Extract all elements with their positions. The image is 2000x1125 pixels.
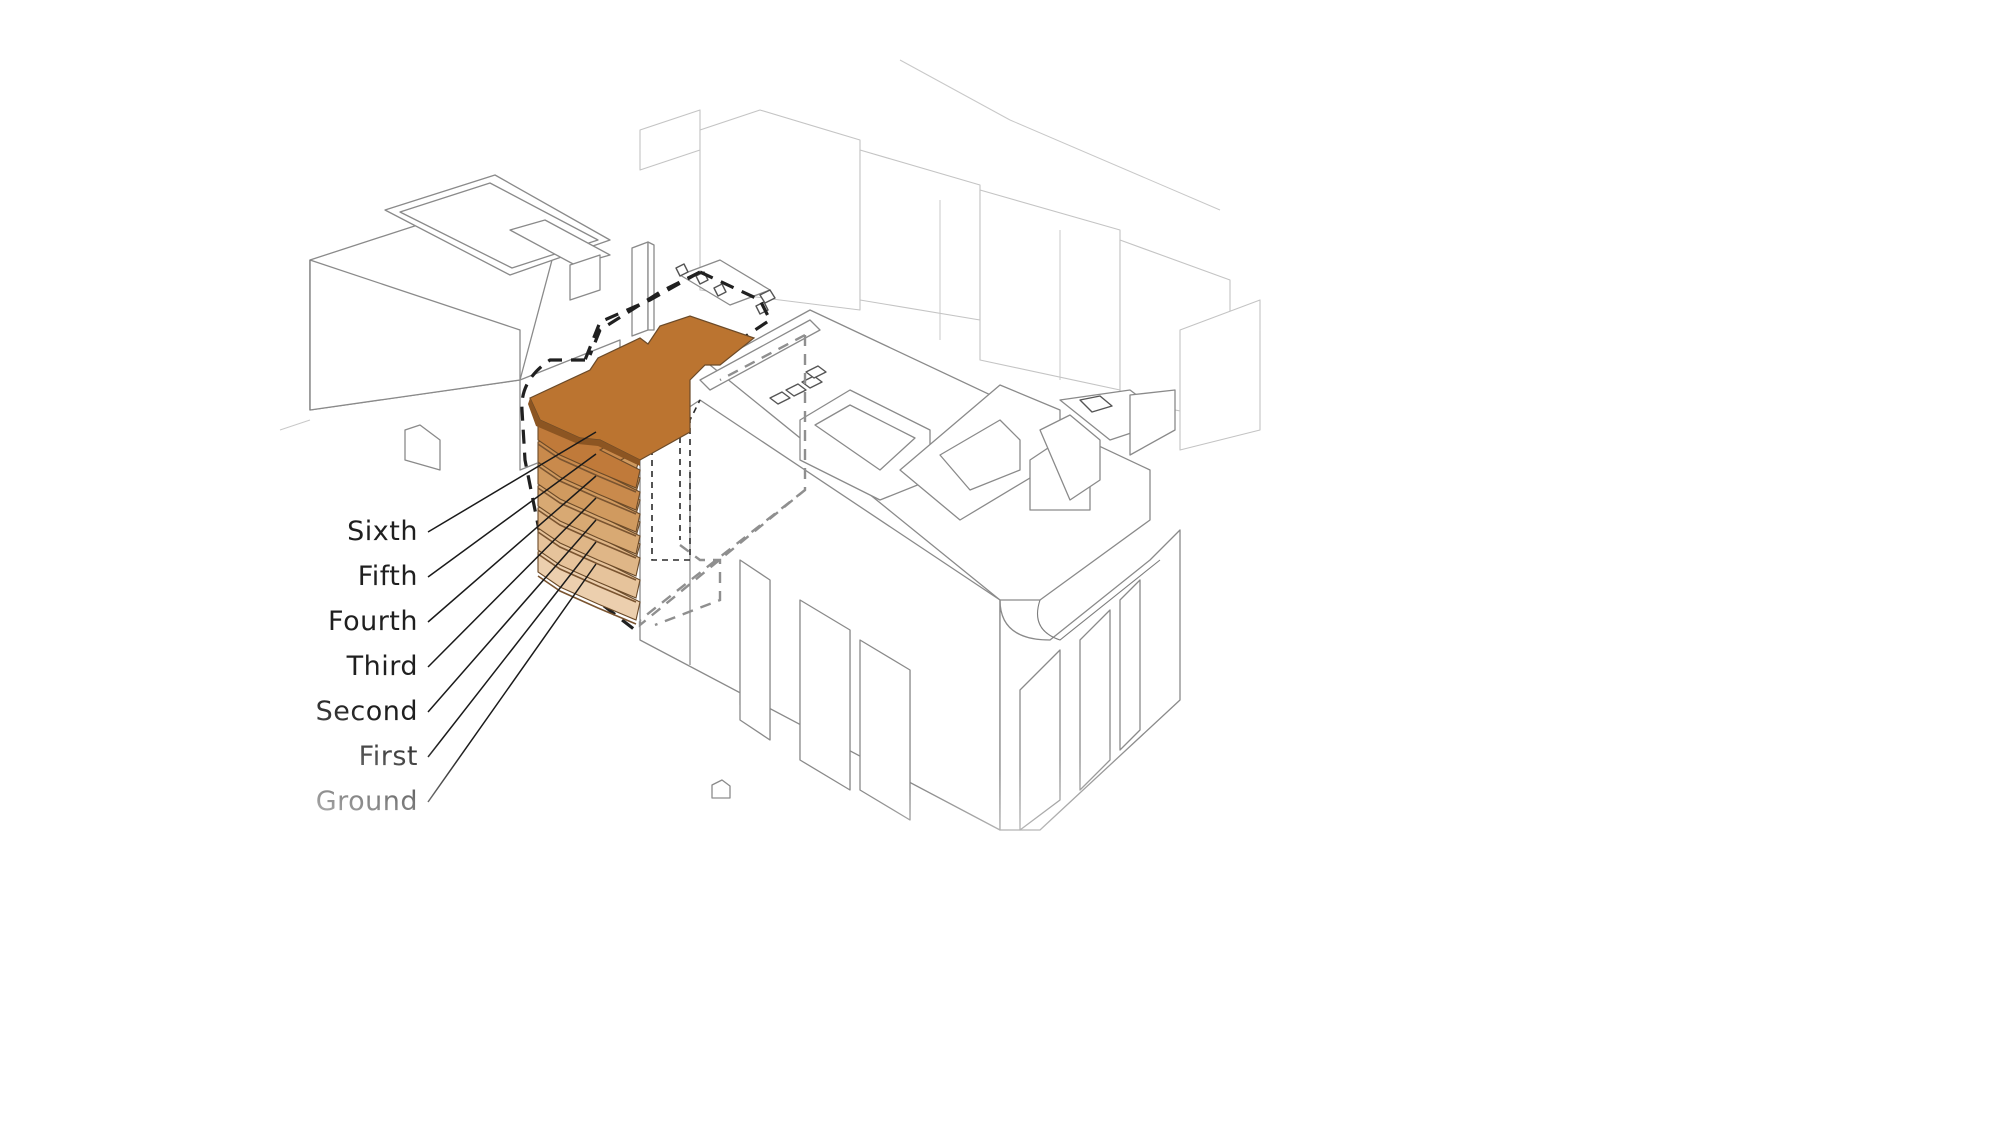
vignette bbox=[0, 0, 1568, 882]
axonometric-floor-diagram: SixthFifthFourthThirdSecondFirstGround bbox=[0, 0, 1568, 882]
